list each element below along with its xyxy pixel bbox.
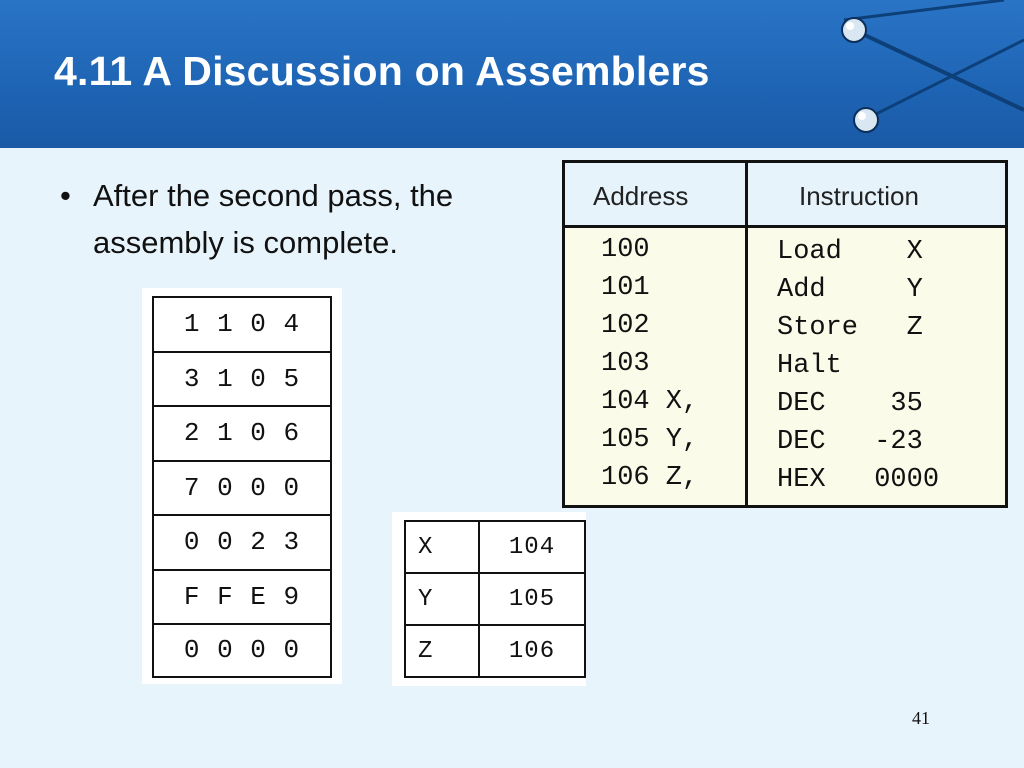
- program-table: Address Instruction 100 Load X 101 Add Y…: [562, 160, 1008, 508]
- memory-contents-panel: 1 1 0 4 3 1 0 5 2 1 0 6 7 0 0 0 0 0 2 3 …: [142, 288, 342, 684]
- address-cell: 103: [601, 349, 650, 379]
- memory-contents: 1 1 0 4 3 1 0 5 2 1 0 6 7 0 0 0 0 0 2 3 …: [152, 296, 332, 678]
- address-cell: 104 X,: [601, 387, 699, 417]
- symbol-cell: Z: [404, 624, 480, 678]
- table-row: X 104: [404, 520, 586, 574]
- address-cell: 101: [601, 273, 650, 303]
- symbol-cell: Y: [404, 572, 480, 626]
- address-column-header: Address: [593, 181, 689, 211]
- symbol-cell: X: [404, 520, 480, 574]
- column-divider: [745, 163, 748, 505]
- instruction-cell: DEC -23: [777, 427, 923, 457]
- symbol-table: X 104 Y 105 Z 106: [404, 520, 586, 678]
- bullet-marker: •: [60, 178, 71, 213]
- address-cell: 105 Y,: [601, 425, 699, 455]
- symbol-address-cell: 105: [478, 572, 586, 626]
- instruction-cell: Add Y: [777, 275, 923, 305]
- slide-title: 4.11 A Discussion on Assemblers: [54, 48, 710, 94]
- instruction-cell: Halt: [777, 351, 842, 381]
- memory-cell: F F E 9: [154, 568, 330, 624]
- memory-cell: 2 1 0 6: [154, 405, 330, 460]
- address-cell: 106 Z,: [601, 463, 699, 493]
- memory-cell: 0 0 0 0: [154, 623, 330, 678]
- page-number: 41: [912, 708, 930, 728]
- memory-cell: 0 0 2 3: [154, 514, 330, 569]
- table-row: Y 105: [404, 572, 586, 626]
- symbol-address-cell: 106: [478, 624, 586, 678]
- program-table-header: Address Instruction: [565, 163, 1005, 228]
- symbol-address-cell: 104: [478, 520, 586, 574]
- address-cell: 100: [601, 235, 650, 265]
- instruction-cell: HEX 0000: [777, 465, 940, 495]
- instruction-cell: Load X: [777, 237, 923, 267]
- instruction-cell: Store Z: [777, 313, 923, 343]
- address-cell: 102: [601, 311, 650, 341]
- symbol-table-panel: X 104 Y 105 Z 106: [392, 512, 586, 686]
- bullet-point: • After the second pass, the assembly is…: [60, 172, 530, 266]
- slide-header: 4.11 A Discussion on Assemblers: [0, 0, 1024, 148]
- instruction-column-header: Instruction: [799, 181, 919, 211]
- table-row: Z 106: [404, 624, 586, 678]
- memory-cell: 7 0 0 0: [154, 459, 330, 515]
- bullet-text: After the second pass, the assembly is c…: [93, 178, 454, 260]
- instruction-cell: DEC 35: [777, 389, 923, 419]
- memory-cell: 1 1 0 4: [154, 296, 330, 351]
- pushpin-decoration-icon: [841, 0, 1024, 133]
- memory-cell: 3 1 0 5: [154, 350, 330, 406]
